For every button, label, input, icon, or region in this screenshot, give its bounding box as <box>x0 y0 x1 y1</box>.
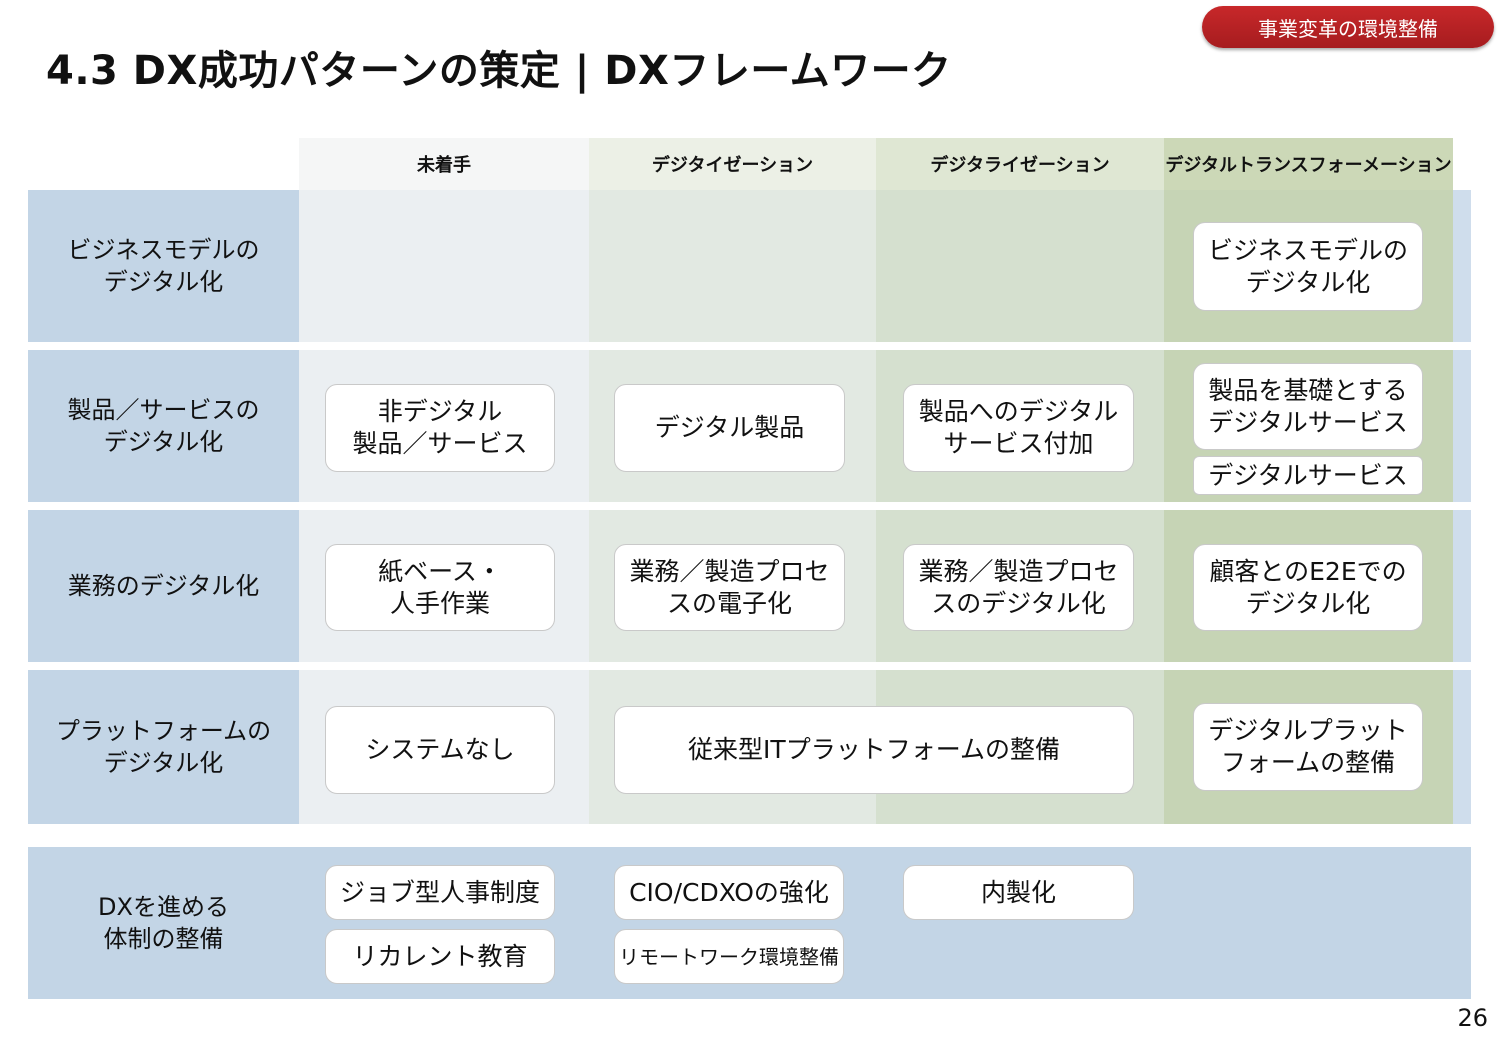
cell-org-reskilling: リカレント教育 <box>325 929 555 984</box>
cell-product-dx-primary: 製品を基礎とする デジタルサービス <box>1193 363 1423 450</box>
cell-operations-dx: 顧客とのE2Eでの デジタル化 <box>1193 544 1423 631</box>
row-label-platform: プラットフォームの デジタル化 <box>28 670 299 824</box>
cell-operations-none: 紙ベース・ 人手作業 <box>325 544 555 631</box>
section-badge: 事業変革の環境整備 <box>1202 6 1494 48</box>
cell-org-job-type-hr: ジョブ型人事制度 <box>325 865 555 920</box>
cell-operations-digitization: 業務／製造プロセ スの電子化 <box>614 544 845 631</box>
row-divider <box>28 662 1471 670</box>
cell-platform-none: システムなし <box>325 706 555 794</box>
page-title: 4.3 DX成功パターンの策定 | DXフレームワーク <box>46 48 952 94</box>
cell-business-model-dx: ビジネスモデルの デジタル化 <box>1193 222 1423 311</box>
cell-platform-legacy: 従来型ITプラットフォームの整備 <box>614 706 1134 794</box>
column-header-none: 未着手 <box>417 155 471 176</box>
row-label-business-model: ビジネスモデルの デジタル化 <box>28 190 299 342</box>
cell-product-none: 非デジタル 製品／サービス <box>325 384 555 472</box>
cell-platform-dx: デジタルプラット フォームの整備 <box>1193 703 1423 791</box>
cell-product-digitization: デジタル製品 <box>614 384 845 472</box>
page-number: 26 <box>1457 1004 1488 1032</box>
column-header-digitalization: デジタライゼーション <box>930 155 1110 176</box>
cell-product-digitalization: 製品へのデジタル サービス付加 <box>903 384 1134 472</box>
row-divider <box>28 502 1471 510</box>
cell-product-dx-secondary: デジタルサービス <box>1193 456 1423 495</box>
row-divider <box>28 342 1471 350</box>
cell-org-cio: CIO/CDXOの強化 <box>614 865 844 920</box>
row-label-organization: DXを進める 体制の整備 <box>28 847 299 999</box>
column-header-digitization: デジタイゼーション <box>651 155 814 176</box>
cell-org-insourcing: 内製化 <box>903 865 1134 920</box>
cell-org-remote: リモートワーク環境整備 <box>614 929 844 984</box>
row-label-product-service: 製品／サービスの デジタル化 <box>28 350 299 502</box>
column-header-dx: デジタルトランスフォーメーション <box>1165 155 1452 176</box>
row-label-operations: 業務のデジタル化 <box>28 510 299 662</box>
cell-operations-digitalization: 業務／製造プロセ スのデジタル化 <box>903 544 1134 631</box>
